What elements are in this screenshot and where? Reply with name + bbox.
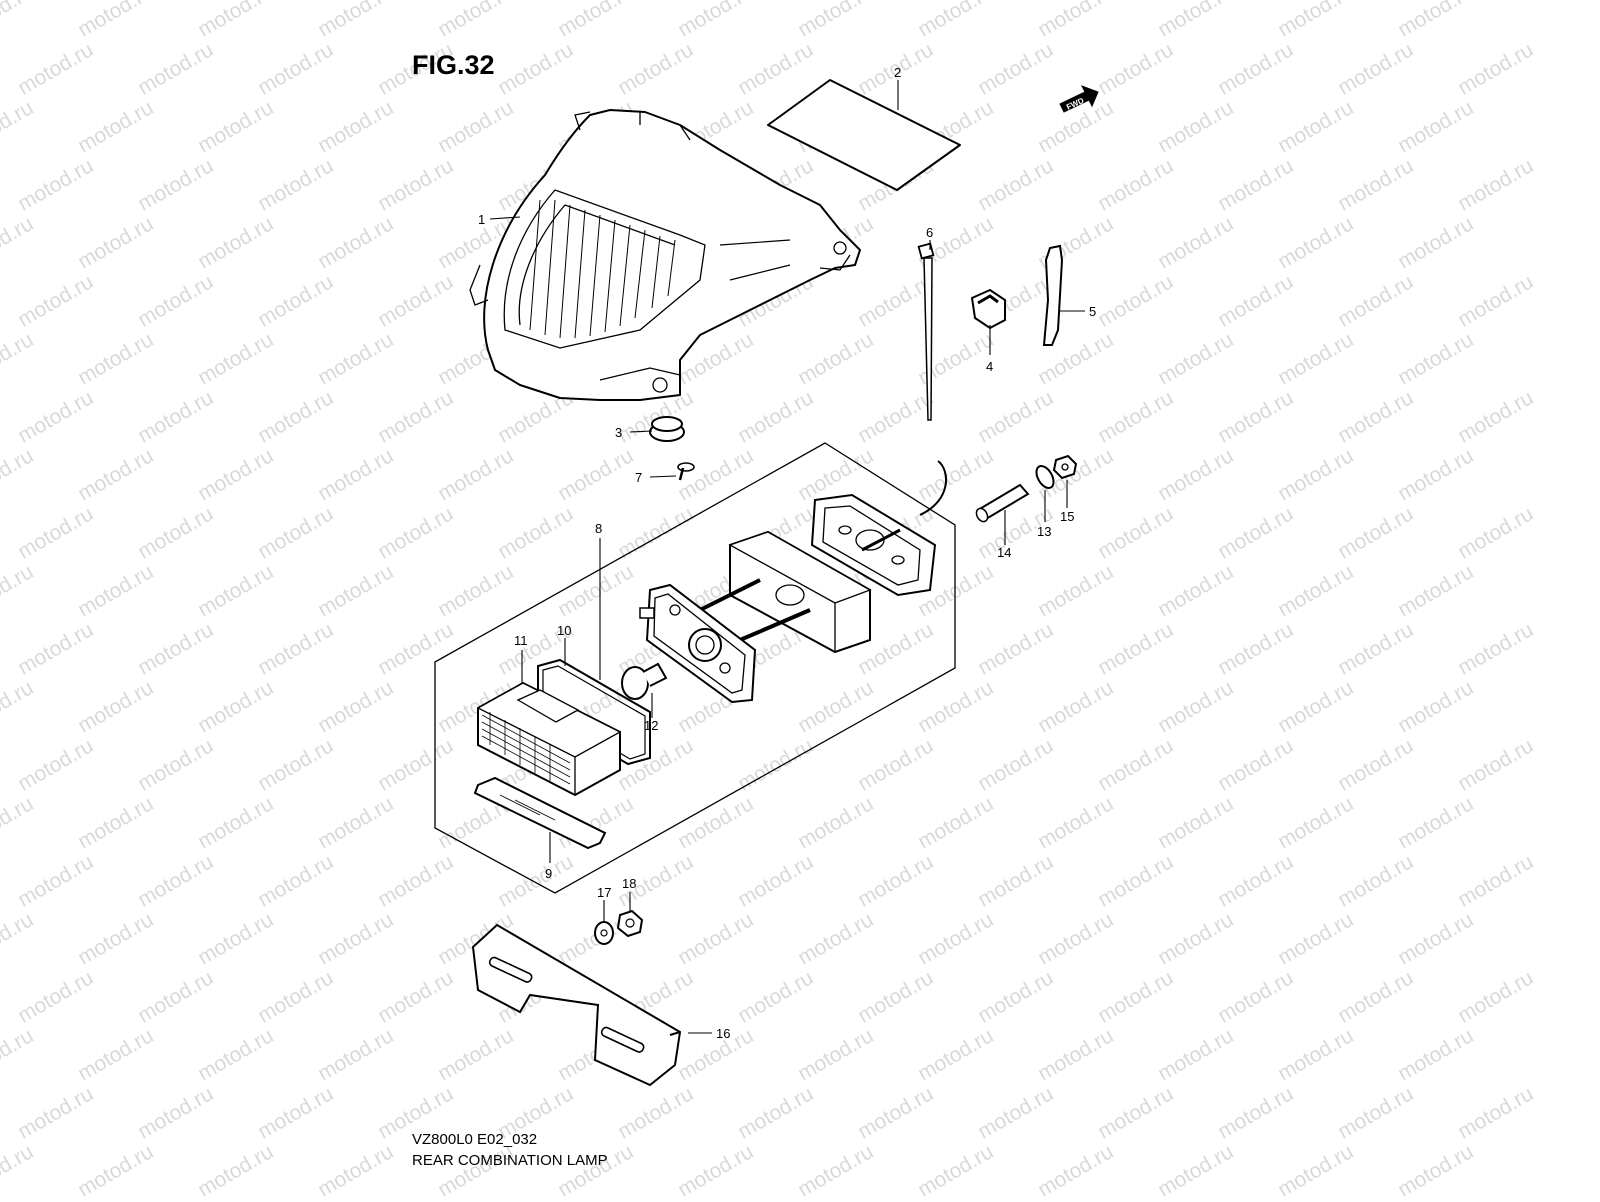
leader-lines [489,80,1085,1034]
callout-8: 8 [595,521,602,536]
callout-6: 6 [926,225,933,240]
part-13-washer [1035,465,1055,489]
callout-15: 15 [1060,509,1074,524]
part-1-lamp-lens [469,109,861,401]
fwd-label: FWD [1065,96,1086,112]
callout-labels: 1 2 3 4 5 6 7 8 9 10 11 12 13 14 15 16 1… [478,65,1096,1041]
wire-harness [919,460,947,516]
callout-10: 10 [557,623,571,638]
model-code: VZ800L0 E02_032 [412,1131,538,1148]
part-8-assembly-box [434,442,956,894]
callout-3: 3 [615,425,622,440]
callout-1: 1 [478,212,485,227]
callout-2: 2 [894,65,901,80]
callout-17: 17 [597,885,611,900]
part-11-license-lens [476,681,622,797]
callout-4: 4 [986,359,993,374]
part-12-bulb [621,662,668,700]
callout-7: 7 [635,470,642,485]
callout-11: 11 [514,633,528,648]
part-18-nut [616,909,644,938]
callout-13: 13 [1037,524,1051,539]
callout-9: 9 [545,866,552,881]
diagram-caption: REAR COMBINATION LAMP [412,1152,608,1169]
callout-12: 12 [644,718,658,733]
part-7-screw [677,462,695,481]
part-4-clamp [970,288,1006,330]
figure-title: FIG.32 [412,50,495,80]
lamp-foam-block [728,530,872,654]
part-6-cable-tie [917,242,935,421]
part-3-grommet [649,416,685,442]
part-2-label [767,79,961,191]
callout-18: 18 [622,876,636,891]
callout-16: 16 [716,1026,730,1041]
part-5-bracket [1042,244,1064,346]
part-14-spacer [975,483,1030,523]
fwd-arrow-icon: FWD [1059,85,1099,113]
callout-5: 5 [1089,304,1096,319]
part-15-nut [1052,454,1078,480]
part-9-lens-plate [473,776,607,850]
lamp-socket-housing [639,528,901,704]
part-16-plate-bracket [471,923,682,1087]
callout-14: 14 [997,545,1011,560]
